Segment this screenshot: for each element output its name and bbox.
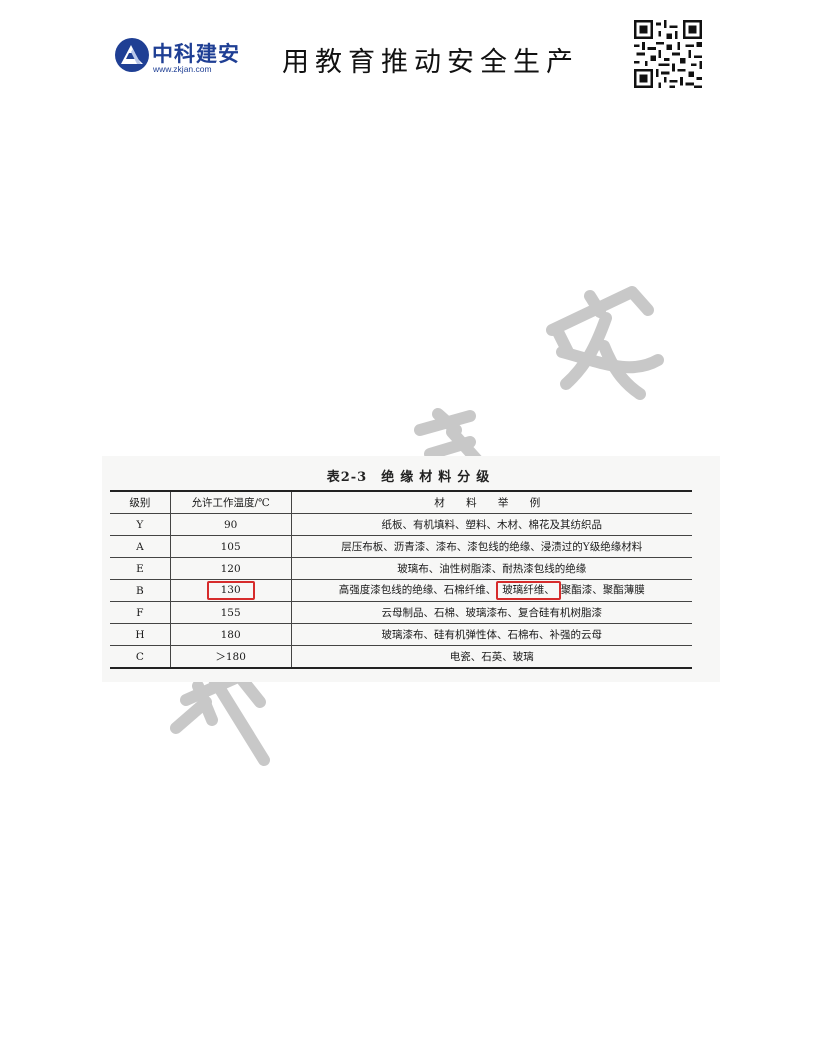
table-number: 表2-3 [326, 470, 368, 485]
brand-logo: 中科建安 www.zkjan.com [114, 37, 244, 77]
highlight-box-example: 玻璃纤维、 [496, 581, 561, 600]
scanned-table-figure: 表2-3 绝缘材料分级 级别 允许工作温度/℃ 材 料 举 例 Y 90 纸板、有… [102, 456, 720, 682]
page-header: 中科建安 www.zkjan.com 用教育推动安全生产 [0, 0, 816, 100]
col-header-grade: 级别 [110, 490, 171, 514]
brand-name: 中科建安 [152, 42, 240, 66]
example-cell: 玻璃布、油性树脂漆、耐热漆包线的绝缘 [291, 557, 692, 580]
example-cell: 电瓷、石英、玻璃 [291, 645, 692, 669]
col-header-temp: 允许工作温度/℃ [169, 490, 292, 514]
brand-url: www.zkjan.com [153, 64, 212, 74]
table-caption: 表2-3 绝缘材料分级 [102, 466, 720, 485]
grade-cell: H [110, 623, 171, 646]
example-text-pre: 高强度漆包线的绝缘、石棉纤维、 [338, 584, 497, 596]
temp-cell: 90 [169, 513, 292, 536]
table-row-highlighted: B 130 高强度漆包线的绝缘、石棉纤维、玻璃纤维、聚酯漆、聚酯薄膜 [110, 579, 692, 602]
col-header-examples: 材 料 举 例 [291, 490, 692, 514]
example-cell: 玻璃漆布、硅有机弹性体、石棉布、补强的云母 [291, 623, 692, 646]
temp-cell: 155 [169, 601, 292, 624]
insulation-grade-table: 级别 允许工作温度/℃ 材 料 举 例 Y 90 纸板、有机填料、塑料、木材、棉… [110, 490, 692, 669]
qr-code-icon [634, 20, 702, 88]
table-row: Y 90 纸板、有机填料、塑料、木材、棉花及其纺织品 [110, 513, 692, 536]
table-row: E 120 玻璃布、油性树脂漆、耐热漆包线的绝缘 [110, 557, 692, 580]
grade-cell: A [110, 535, 171, 558]
example-text-post: 聚酯漆、聚酯薄膜 [560, 584, 645, 596]
example-cell: 高强度漆包线的绝缘、石棉纤维、玻璃纤维、聚酯漆、聚酯薄膜 [291, 579, 692, 602]
grade-cell: B [110, 579, 171, 602]
table-header-row: 级别 允许工作温度/℃ 材 料 举 例 [110, 490, 692, 514]
grade-cell: C [110, 645, 171, 669]
table-title: 绝缘材料分级 [381, 470, 496, 485]
temp-cell: 105 [169, 535, 292, 558]
highlight-box-temp: 130 [206, 581, 255, 600]
table-row: A 105 层压布板、沥青漆、漆布、漆包线的绝缘、浸渍过的Y级绝缘材料 [110, 535, 692, 558]
temp-cell: 120 [169, 557, 292, 580]
header-slogan: 用教育推动安全生产 [282, 47, 579, 78]
table-row: F 155 云母制品、石棉、玻璃漆布、复合硅有机树脂漆 [110, 601, 692, 624]
example-cell: 纸板、有机填料、塑料、木材、棉花及其纺织品 [291, 513, 692, 536]
grade-cell: Y [110, 513, 171, 536]
table-row: C ＞180 电瓷、石英、玻璃 [110, 645, 692, 669]
example-cell: 云母制品、石棉、玻璃漆布、复合硅有机树脂漆 [291, 601, 692, 624]
temp-cell: 130 [169, 579, 292, 602]
example-cell: 层压布板、沥青漆、漆布、漆包线的绝缘、浸渍过的Y级绝缘材料 [291, 535, 692, 558]
grade-cell: F [110, 601, 171, 624]
grade-cell: E [110, 557, 171, 580]
temp-cell: ＞180 [169, 645, 292, 669]
table-row: H 180 玻璃漆布、硅有机弹性体、石棉布、补强的云母 [110, 623, 692, 646]
temp-cell: 180 [169, 623, 292, 646]
logo-mark-icon [115, 38, 149, 72]
